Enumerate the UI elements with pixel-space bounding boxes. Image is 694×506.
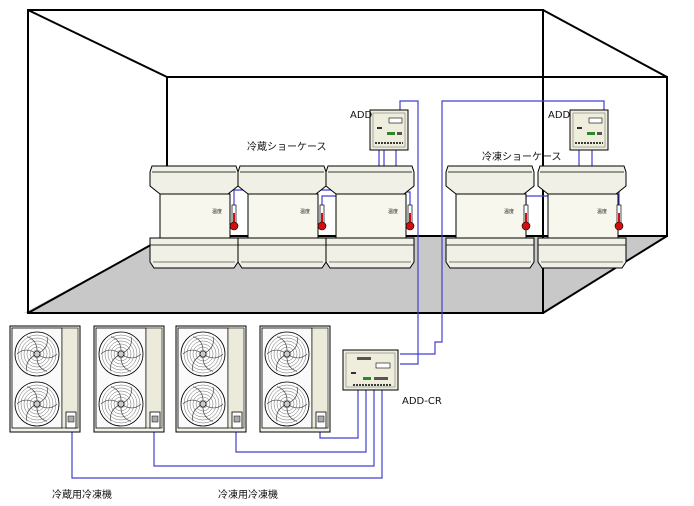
outdoor-unit-4: [259, 325, 331, 433]
showcase-frozen-label: 冷凍ショーケース: [482, 150, 562, 163]
thermometer-1: 温度: [212, 204, 239, 231]
add-label-left: ADD: [350, 110, 373, 121]
sensor-label-4: 温度: [504, 208, 514, 215]
wire-cr-unit-2: [153, 390, 375, 467]
showcase-module-3: [325, 165, 415, 269]
showcase-refrigerated-label: 冷蔵ショーケース: [247, 140, 327, 153]
outdoor-unit-3: [175, 325, 247, 433]
showcase-module-1: [149, 165, 239, 269]
showcase-module-5: [537, 165, 627, 269]
thermometer-5: 温度: [597, 204, 624, 231]
machine-frozen-label: 冷凍用冷凍機: [218, 488, 278, 501]
wire-cr-unit-4: [319, 390, 359, 439]
showcase-module-2: [237, 165, 327, 269]
showcase-module-4: [445, 165, 535, 269]
sensor-label-1: 温度: [212, 208, 222, 215]
wire-add-left-to-cr: [399, 100, 419, 365]
thermometer-3: 温度: [388, 204, 415, 231]
sensor-label-2: 温度: [300, 208, 310, 215]
room-front-frame: [27, 9, 544, 314]
sensor-label-3: 温度: [388, 208, 398, 215]
outdoor-unit-1: [9, 325, 81, 433]
add-controller-right: [569, 109, 609, 151]
thermometer-4: 温度: [504, 204, 531, 231]
thermometer-2: 温度: [300, 204, 327, 231]
add-cr-label: ADD-CR: [402, 396, 442, 407]
wire-add-right-to-cr: [400, 100, 605, 355]
wire-cr-unit-3: [235, 390, 367, 453]
wire-cr-unit-1: [71, 390, 383, 479]
add-label-right: ADD: [548, 110, 571, 121]
outdoor-unit-2: [93, 325, 165, 433]
thermometer-group: 温度 温度 温度 温度 温度: [212, 204, 624, 231]
showcase-group: [149, 165, 627, 269]
sensor-label-5: 温度: [597, 208, 607, 215]
add-controller-left: [369, 109, 409, 151]
room-back-wall: [166, 76, 668, 237]
outdoor-unit-group: [9, 325, 331, 433]
add-cr-controller: [342, 349, 399, 391]
machine-refrigerated-label: 冷蔵用冷凍機: [52, 488, 112, 501]
